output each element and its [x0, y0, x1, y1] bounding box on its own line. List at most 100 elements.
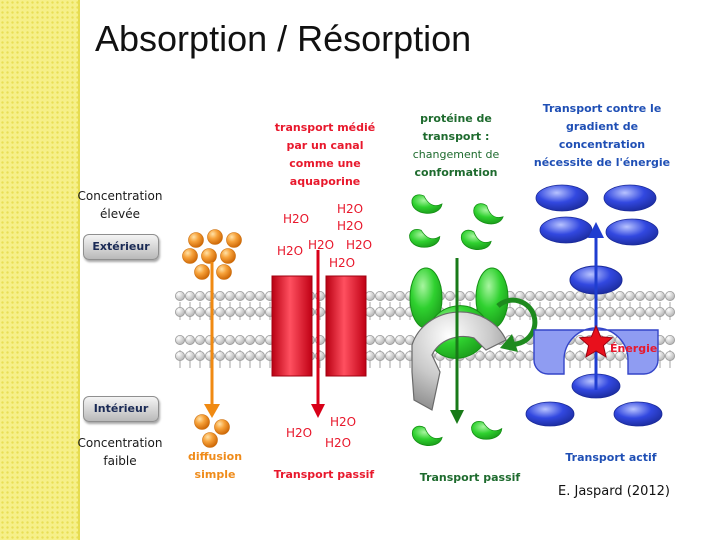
lipid-head [244, 350, 255, 361]
lipid-head [575, 350, 586, 361]
lipid-head [665, 334, 676, 345]
lipid-head [194, 350, 205, 361]
lipid-head [364, 334, 375, 345]
lipid-head [494, 350, 505, 361]
diffusion-arrow-head [204, 404, 220, 418]
lipid-head [244, 334, 255, 345]
lipid-head [665, 290, 676, 301]
lipid-head [374, 306, 385, 317]
h2o-label: H2O [346, 238, 373, 252]
lipid-head [444, 290, 455, 301]
h2o-label: H2O [337, 219, 364, 233]
lipid-head [194, 334, 205, 345]
lipid-head [254, 290, 265, 301]
lipid-head [394, 306, 405, 317]
lipid-head [575, 290, 586, 301]
lipid-head [184, 350, 195, 361]
passive-transport-caption-2: Transport passif [419, 471, 521, 484]
orange-spheres-interior [194, 414, 230, 448]
lipid-head [234, 306, 245, 317]
orange-sphere-icon [194, 414, 210, 430]
lipid-head [605, 306, 616, 317]
lipid-head [504, 350, 515, 361]
lipid-head [565, 350, 576, 361]
lipid-head [224, 290, 235, 301]
lipid-head [384, 306, 395, 317]
lipid-head [244, 306, 255, 317]
lipid-head [394, 334, 405, 345]
lipid-head [174, 290, 185, 301]
blue-molecule-icon [603, 184, 657, 212]
green-molecule-icon [409, 229, 441, 248]
lipid-head [214, 334, 225, 345]
slide-title: Absorption / Résorption [95, 18, 472, 59]
lipid-head [184, 290, 195, 301]
lipid-head [184, 334, 195, 345]
lipid-head [394, 350, 405, 361]
lipid-head [555, 306, 566, 317]
exterieur-badge: Extérieur [83, 234, 159, 260]
lipid-head [384, 334, 395, 345]
lipid-head [364, 306, 375, 317]
lipid-head [224, 334, 235, 345]
blue-molecule-icon [535, 184, 589, 212]
green-molecule-icon [473, 203, 504, 225]
blue-molecule-icon [605, 218, 659, 246]
lipid-head [194, 290, 205, 301]
h2o-label: H2O [330, 415, 357, 429]
lipid-head [665, 306, 676, 317]
orange-sphere-icon [194, 264, 210, 280]
lipid-head [374, 350, 385, 361]
green-molecule-icon [411, 194, 443, 214]
orange-sphere-icon [226, 232, 242, 248]
h2o-label: H2O [325, 436, 352, 450]
h2o-label: H2O [329, 256, 356, 270]
lipid-head [474, 350, 485, 361]
lipid-head [555, 290, 566, 301]
lipid-head [615, 290, 626, 301]
lipid-head [364, 290, 375, 301]
passive-transport-caption-1: Transport passif [273, 468, 375, 481]
lipid-head [515, 350, 526, 361]
aquaporin-channel-icon [271, 250, 367, 418]
orange-sphere-icon [202, 432, 218, 448]
lipid-head [384, 290, 395, 301]
lipid-head [364, 350, 375, 361]
slide-decoration-border [78, 0, 80, 540]
lipid-head [525, 290, 536, 301]
lipid-head [214, 290, 225, 301]
green-molecule-icon [471, 421, 503, 440]
lipid-head [545, 306, 556, 317]
lipid-head [224, 350, 235, 361]
lipid-head [374, 334, 385, 345]
lipid-head [184, 306, 195, 317]
lipid-head [615, 350, 626, 361]
orange-sphere-icon [220, 248, 236, 264]
orange-spheres-exterior [182, 229, 242, 280]
lipid-head [625, 290, 636, 301]
carrier-protein-icon [409, 258, 509, 424]
green-molecule-icon [461, 229, 492, 250]
lipid-head [214, 306, 225, 317]
h2o-label: H2O [286, 426, 313, 440]
lipid-head [464, 290, 475, 301]
energy-label: Énergie [610, 342, 658, 355]
energy-star-icon [578, 324, 614, 358]
lipid-head [615, 306, 626, 317]
lipid-head [384, 350, 395, 361]
lipid-head [565, 290, 576, 301]
interieur-badge: Intérieur [83, 396, 159, 422]
lipid-head [254, 306, 265, 317]
orange-sphere-icon [216, 264, 232, 280]
orange-sphere-icon [201, 248, 217, 264]
h2o-label: H2O [308, 238, 335, 252]
lipid-head [374, 290, 385, 301]
lipid-head [224, 306, 235, 317]
green-molecules-exterior [409, 194, 504, 250]
green-molecules-interior [412, 421, 503, 446]
